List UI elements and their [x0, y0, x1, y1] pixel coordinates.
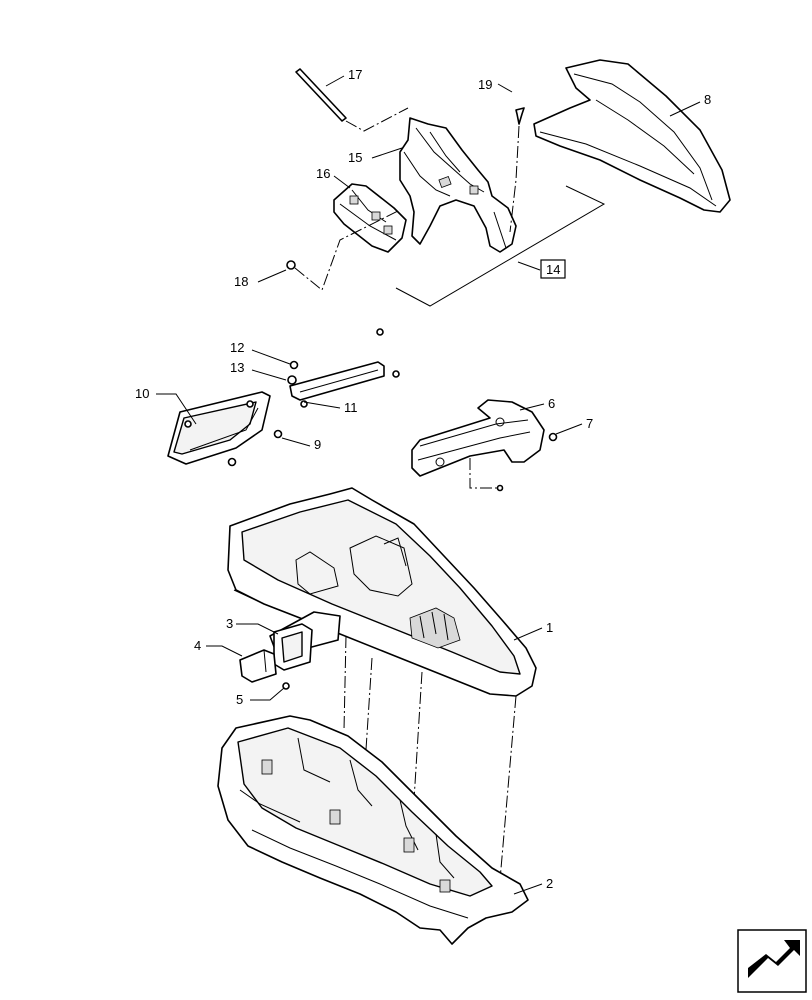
- part-6-handle: [411, 399, 545, 477]
- callout-11-label: 11: [344, 400, 358, 415]
- callout-6: 6: [519, 396, 555, 411]
- callout-7: 7: [555, 416, 593, 435]
- part-7-screw: [548, 432, 558, 442]
- callout-3: 3: [226, 616, 279, 635]
- callout-15-label: 15: [348, 150, 362, 165]
- centerline-a: [343, 635, 347, 731]
- callout-13-label: 13: [230, 360, 244, 375]
- callout-3-label: 3: [226, 616, 233, 631]
- callout-14-label: 14: [546, 262, 560, 277]
- callout-14: 14: [517, 259, 566, 279]
- centerline-17: [345, 107, 409, 132]
- callout-11: 11: [303, 400, 358, 415]
- callout-2: 2: [513, 876, 553, 895]
- callout-1-label: 1: [546, 620, 553, 635]
- callout-4: 4: [194, 638, 243, 657]
- part-8-cover: [533, 59, 731, 213]
- callout-13: 13: [230, 360, 287, 381]
- callout-8-label: 8: [704, 92, 711, 107]
- centerline-d: [499, 695, 517, 881]
- callout-7-label: 7: [586, 416, 593, 431]
- part-2-console-lower: [217, 715, 529, 945]
- part-3-bezel: [273, 623, 313, 671]
- part-17-rod: [295, 68, 347, 122]
- callout-10: 10: [135, 386, 197, 425]
- part-13-washer: [287, 375, 297, 385]
- callout-16-label: 16: [316, 166, 330, 181]
- callout-19-label: 19: [478, 77, 492, 92]
- centerline-18: [294, 209, 401, 291]
- part-10-panel: [167, 391, 271, 465]
- callout-6-label: 6: [548, 396, 555, 411]
- part-5-screw: [282, 682, 290, 690]
- part-9-screw: [227, 429, 283, 467]
- callout-5-label: 5: [236, 692, 243, 707]
- callout-17-label: 17: [348, 67, 362, 82]
- callout-4-label: 4: [194, 638, 201, 653]
- centerline-19: [509, 125, 520, 233]
- callout-2-label: 2: [546, 876, 553, 891]
- centerline-6: [469, 458, 498, 489]
- centerline-c: [413, 671, 423, 801]
- next-page-arrow-icon[interactable]: [737, 929, 807, 993]
- part-12-screw: [289, 360, 299, 370]
- callout-17: 17: [325, 67, 362, 87]
- part-11-plate: [289, 328, 400, 408]
- callout-16: 16: [316, 166, 351, 189]
- callout-18: 18: [234, 269, 287, 289]
- callout-1: 1: [513, 620, 553, 641]
- part-19-screw: [515, 107, 525, 125]
- bracket-14-line: [395, 185, 606, 307]
- upper-assembly-group: [286, 59, 731, 307]
- callout-9: 9: [281, 437, 321, 452]
- part-18-screw: [286, 260, 296, 270]
- callout-15: 15: [348, 147, 403, 165]
- callout-12-label: 12: [230, 340, 244, 355]
- callout-10-label: 10: [135, 386, 149, 401]
- part-15-bracket: [399, 117, 517, 253]
- part-4-plug: [239, 649, 277, 683]
- callout-18-label: 18: [234, 274, 248, 289]
- callout-9-label: 9: [314, 437, 321, 452]
- callout-12: 12: [230, 340, 291, 365]
- callout-5: 5: [236, 687, 285, 707]
- callout-19: 19: [478, 77, 513, 93]
- part-16-clip: [333, 183, 407, 253]
- callout-8: 8: [669, 92, 711, 117]
